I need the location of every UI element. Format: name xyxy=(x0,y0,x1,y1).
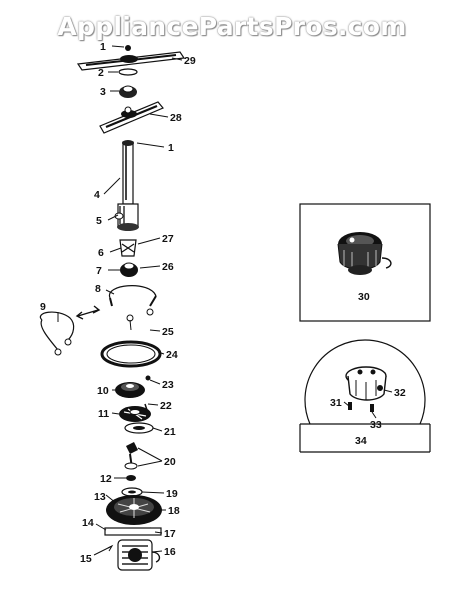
part-spray-arm-lower xyxy=(99,101,164,134)
callout-22: 22 xyxy=(160,400,172,412)
part-spacer-21 xyxy=(124,422,154,434)
part-impeller-11 xyxy=(119,406,151,422)
callout-20: 20 xyxy=(164,456,176,468)
watermark-logo: AppliancePartsPros.com xyxy=(57,12,407,41)
callout-9: 9 xyxy=(40,301,46,313)
callout-2: 2 xyxy=(98,67,104,79)
inset-label-34: 34 xyxy=(355,435,367,447)
inset-motor-box: 30 xyxy=(299,203,431,322)
part-gasket-24 xyxy=(100,340,162,368)
callout-14: 14 xyxy=(82,517,94,529)
callout-16: 16 xyxy=(164,546,176,558)
inset-label-30: 30 xyxy=(358,291,370,303)
callout-28: 28 xyxy=(170,112,182,124)
part-coupling-6 xyxy=(119,239,137,257)
callout-26: 26 xyxy=(162,261,174,273)
part-pump-housing-13 xyxy=(106,495,162,525)
callout-27: 27 xyxy=(162,233,174,245)
part-hub-3 xyxy=(119,85,137,98)
part-motor-16 xyxy=(117,539,161,571)
callout-13: 13 xyxy=(94,491,106,503)
assembly-illustration xyxy=(345,366,387,412)
part-heater-ring xyxy=(109,285,157,331)
callout-23: 23 xyxy=(162,379,174,391)
callout-25: 25 xyxy=(162,326,174,338)
callout-24: 24 xyxy=(166,349,178,361)
callout-18: 18 xyxy=(168,505,180,517)
motor-illustration xyxy=(337,232,392,275)
part-heater-element-9 xyxy=(39,305,101,356)
callout-32: 32 xyxy=(394,387,406,399)
leader-lines xyxy=(57,45,183,556)
part-washer-2 xyxy=(118,68,138,76)
callout-7: 7 xyxy=(96,265,102,277)
callout-3: 3 xyxy=(100,86,106,98)
part-impeller-7 xyxy=(120,262,138,277)
callout-15: 15 xyxy=(80,553,92,565)
part-pin-22 xyxy=(144,403,148,411)
part-seal-19 xyxy=(121,487,143,497)
part-shaft xyxy=(114,140,139,231)
callout-5: 5 xyxy=(96,215,102,227)
part-disc-10 xyxy=(115,382,145,398)
callout-labels: 1 2 3 1 4 5 6 7 8 9 10 11 12 13 14 15 16… xyxy=(40,41,196,565)
callout-12: 12 xyxy=(100,473,112,485)
part-small-23 xyxy=(145,375,151,381)
callout-10: 10 xyxy=(97,385,109,397)
callout-17: 17 xyxy=(164,528,176,540)
part-ring-12 xyxy=(126,475,136,481)
part-bushing-20 xyxy=(124,442,138,470)
part-spray-arm-upper xyxy=(76,45,186,71)
callout-29: 29 xyxy=(184,55,196,67)
callout-8: 8 xyxy=(95,283,101,295)
inset-assembly: 31 32 33 34 xyxy=(299,339,431,453)
callout-1-shaft: 1 xyxy=(168,142,174,154)
callout-6: 6 xyxy=(98,247,104,259)
callout-1-top: 1 xyxy=(100,41,106,53)
callout-31: 31 xyxy=(330,397,342,409)
callout-33: 33 xyxy=(370,419,382,431)
callout-11: 11 xyxy=(98,408,109,420)
callout-21: 21 xyxy=(164,426,176,438)
callout-4: 4 xyxy=(94,189,100,201)
part-gasket-14 xyxy=(104,527,162,536)
callout-19: 19 xyxy=(166,488,178,500)
